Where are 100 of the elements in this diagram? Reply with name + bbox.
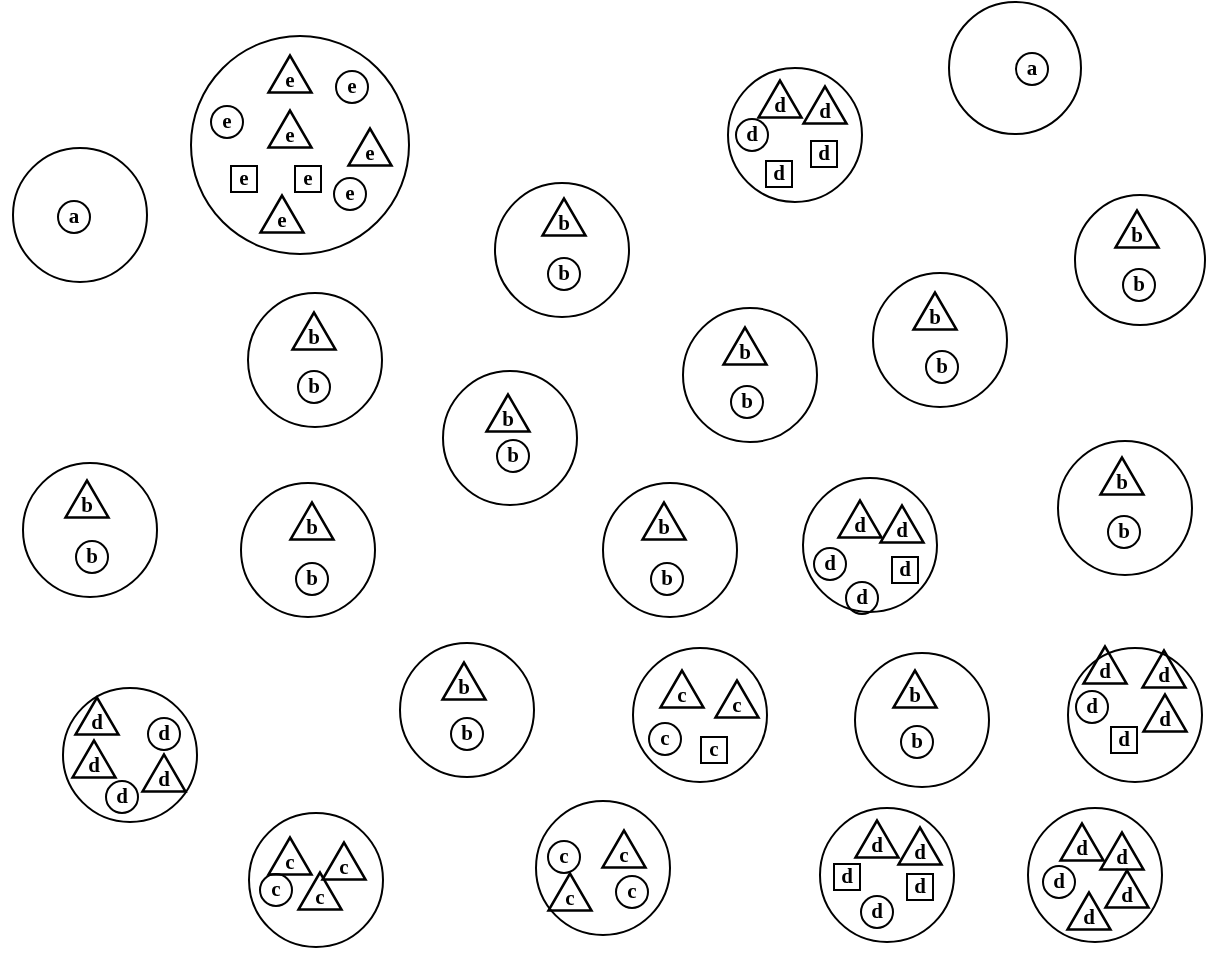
triangle-marker: [321, 841, 367, 881]
letter-label: c: [565, 888, 575, 912]
triangle-marker: [714, 679, 760, 719]
letter-label: d: [856, 586, 868, 610]
circle-marker: [925, 350, 959, 384]
letter-label: d: [819, 101, 831, 125]
square-marker: [1110, 726, 1138, 754]
square-marker: [906, 873, 934, 901]
square-marker: [765, 160, 793, 188]
letter-label: b: [658, 517, 670, 541]
letter-label: e: [365, 143, 375, 167]
triangle-marker: [259, 194, 305, 234]
group-circle: [854, 652, 990, 788]
triangle-marker: [71, 739, 117, 779]
group-circle: [819, 807, 955, 943]
letter-label: b: [461, 722, 473, 746]
circle-marker: [1015, 52, 1049, 86]
letter-label: d: [914, 842, 926, 866]
letter-label: d: [1099, 661, 1111, 685]
letter-label: b: [558, 262, 570, 286]
letter-label: e: [285, 125, 295, 149]
triangle-marker: [291, 311, 337, 351]
letter-label: e: [222, 110, 232, 134]
letter-label: d: [1159, 709, 1171, 733]
letter-label: d: [158, 722, 170, 746]
letter-label: d: [116, 785, 128, 809]
letter-label: d: [773, 162, 785, 186]
group-circle: [62, 687, 198, 823]
letter-label: b: [661, 567, 673, 591]
letter-label: d: [824, 552, 836, 576]
triangle-marker: [659, 669, 705, 709]
letter-label: d: [1118, 728, 1130, 752]
letter-label: d: [1086, 695, 1098, 719]
triangle-marker: [722, 326, 768, 366]
letter-label: b: [306, 567, 318, 591]
letter-label: c: [627, 880, 637, 904]
letter-label: d: [1053, 870, 1065, 894]
triangle-marker: [1099, 456, 1145, 496]
letter-label: b: [458, 677, 470, 701]
letter-label: d: [88, 755, 100, 779]
letter-label: b: [502, 409, 514, 433]
group-circle: [872, 272, 1008, 408]
letter-label: c: [677, 685, 687, 709]
group-circle: [727, 67, 863, 203]
circle-marker: [297, 370, 331, 404]
triangle-marker: [879, 504, 925, 544]
triangle-marker: [912, 291, 958, 331]
circle-marker: [57, 200, 91, 234]
square-marker: [230, 165, 258, 193]
letter-label: e: [303, 167, 313, 191]
triangle-marker: [802, 85, 848, 125]
letter-label: d: [871, 900, 883, 924]
triangle-marker: [757, 79, 803, 119]
group-circle: [248, 812, 384, 948]
circle-marker: [1042, 865, 1076, 899]
letter-label: d: [818, 142, 830, 166]
letter-label: b: [86, 545, 98, 569]
circle-marker: [105, 780, 139, 814]
group-circle: [190, 35, 410, 255]
triangle-marker: [1114, 209, 1160, 249]
circle-marker: [1075, 690, 1109, 724]
letter-label: a: [68, 205, 80, 229]
letter-label: d: [896, 520, 908, 544]
letter-label: d: [158, 769, 170, 793]
triangle-marker: [74, 696, 120, 736]
letter-label: d: [841, 865, 853, 889]
letter-label: b: [306, 517, 318, 541]
letter-label: b: [81, 495, 93, 519]
letter-label: b: [1118, 520, 1130, 544]
letter-label: d: [914, 875, 926, 899]
group-circle: [240, 482, 376, 618]
letter-label: b: [936, 355, 948, 379]
letter-label: b: [1133, 273, 1145, 297]
triangle-marker: [1082, 645, 1128, 685]
letter-label: c: [709, 738, 719, 762]
letter-label: d: [1116, 847, 1128, 871]
group-circle: [12, 147, 148, 283]
group-circle: [494, 182, 630, 318]
circle-marker: [210, 105, 244, 139]
group-circle: [948, 1, 1082, 135]
letter-label: b: [909, 685, 921, 709]
letter-label: d: [91, 712, 103, 736]
circle-marker: [730, 385, 764, 419]
circle-marker: [295, 562, 329, 596]
letter-label: b: [558, 213, 570, 237]
letter-label: b: [739, 342, 751, 366]
triangle-marker: [267, 54, 313, 94]
letter-label: b: [1116, 472, 1128, 496]
triangle-marker: [541, 197, 587, 237]
letter-label: c: [339, 857, 349, 881]
group-circle: [22, 462, 158, 598]
letter-label: d: [774, 95, 786, 119]
triangle-marker: [1104, 869, 1150, 909]
letter-label: d: [1076, 838, 1088, 862]
letter-label: b: [507, 444, 519, 468]
circle-marker: [615, 875, 649, 909]
letter-label: b: [308, 375, 320, 399]
letter-label: e: [277, 210, 287, 234]
circle-marker: [648, 722, 682, 756]
circle-marker: [1122, 268, 1156, 302]
